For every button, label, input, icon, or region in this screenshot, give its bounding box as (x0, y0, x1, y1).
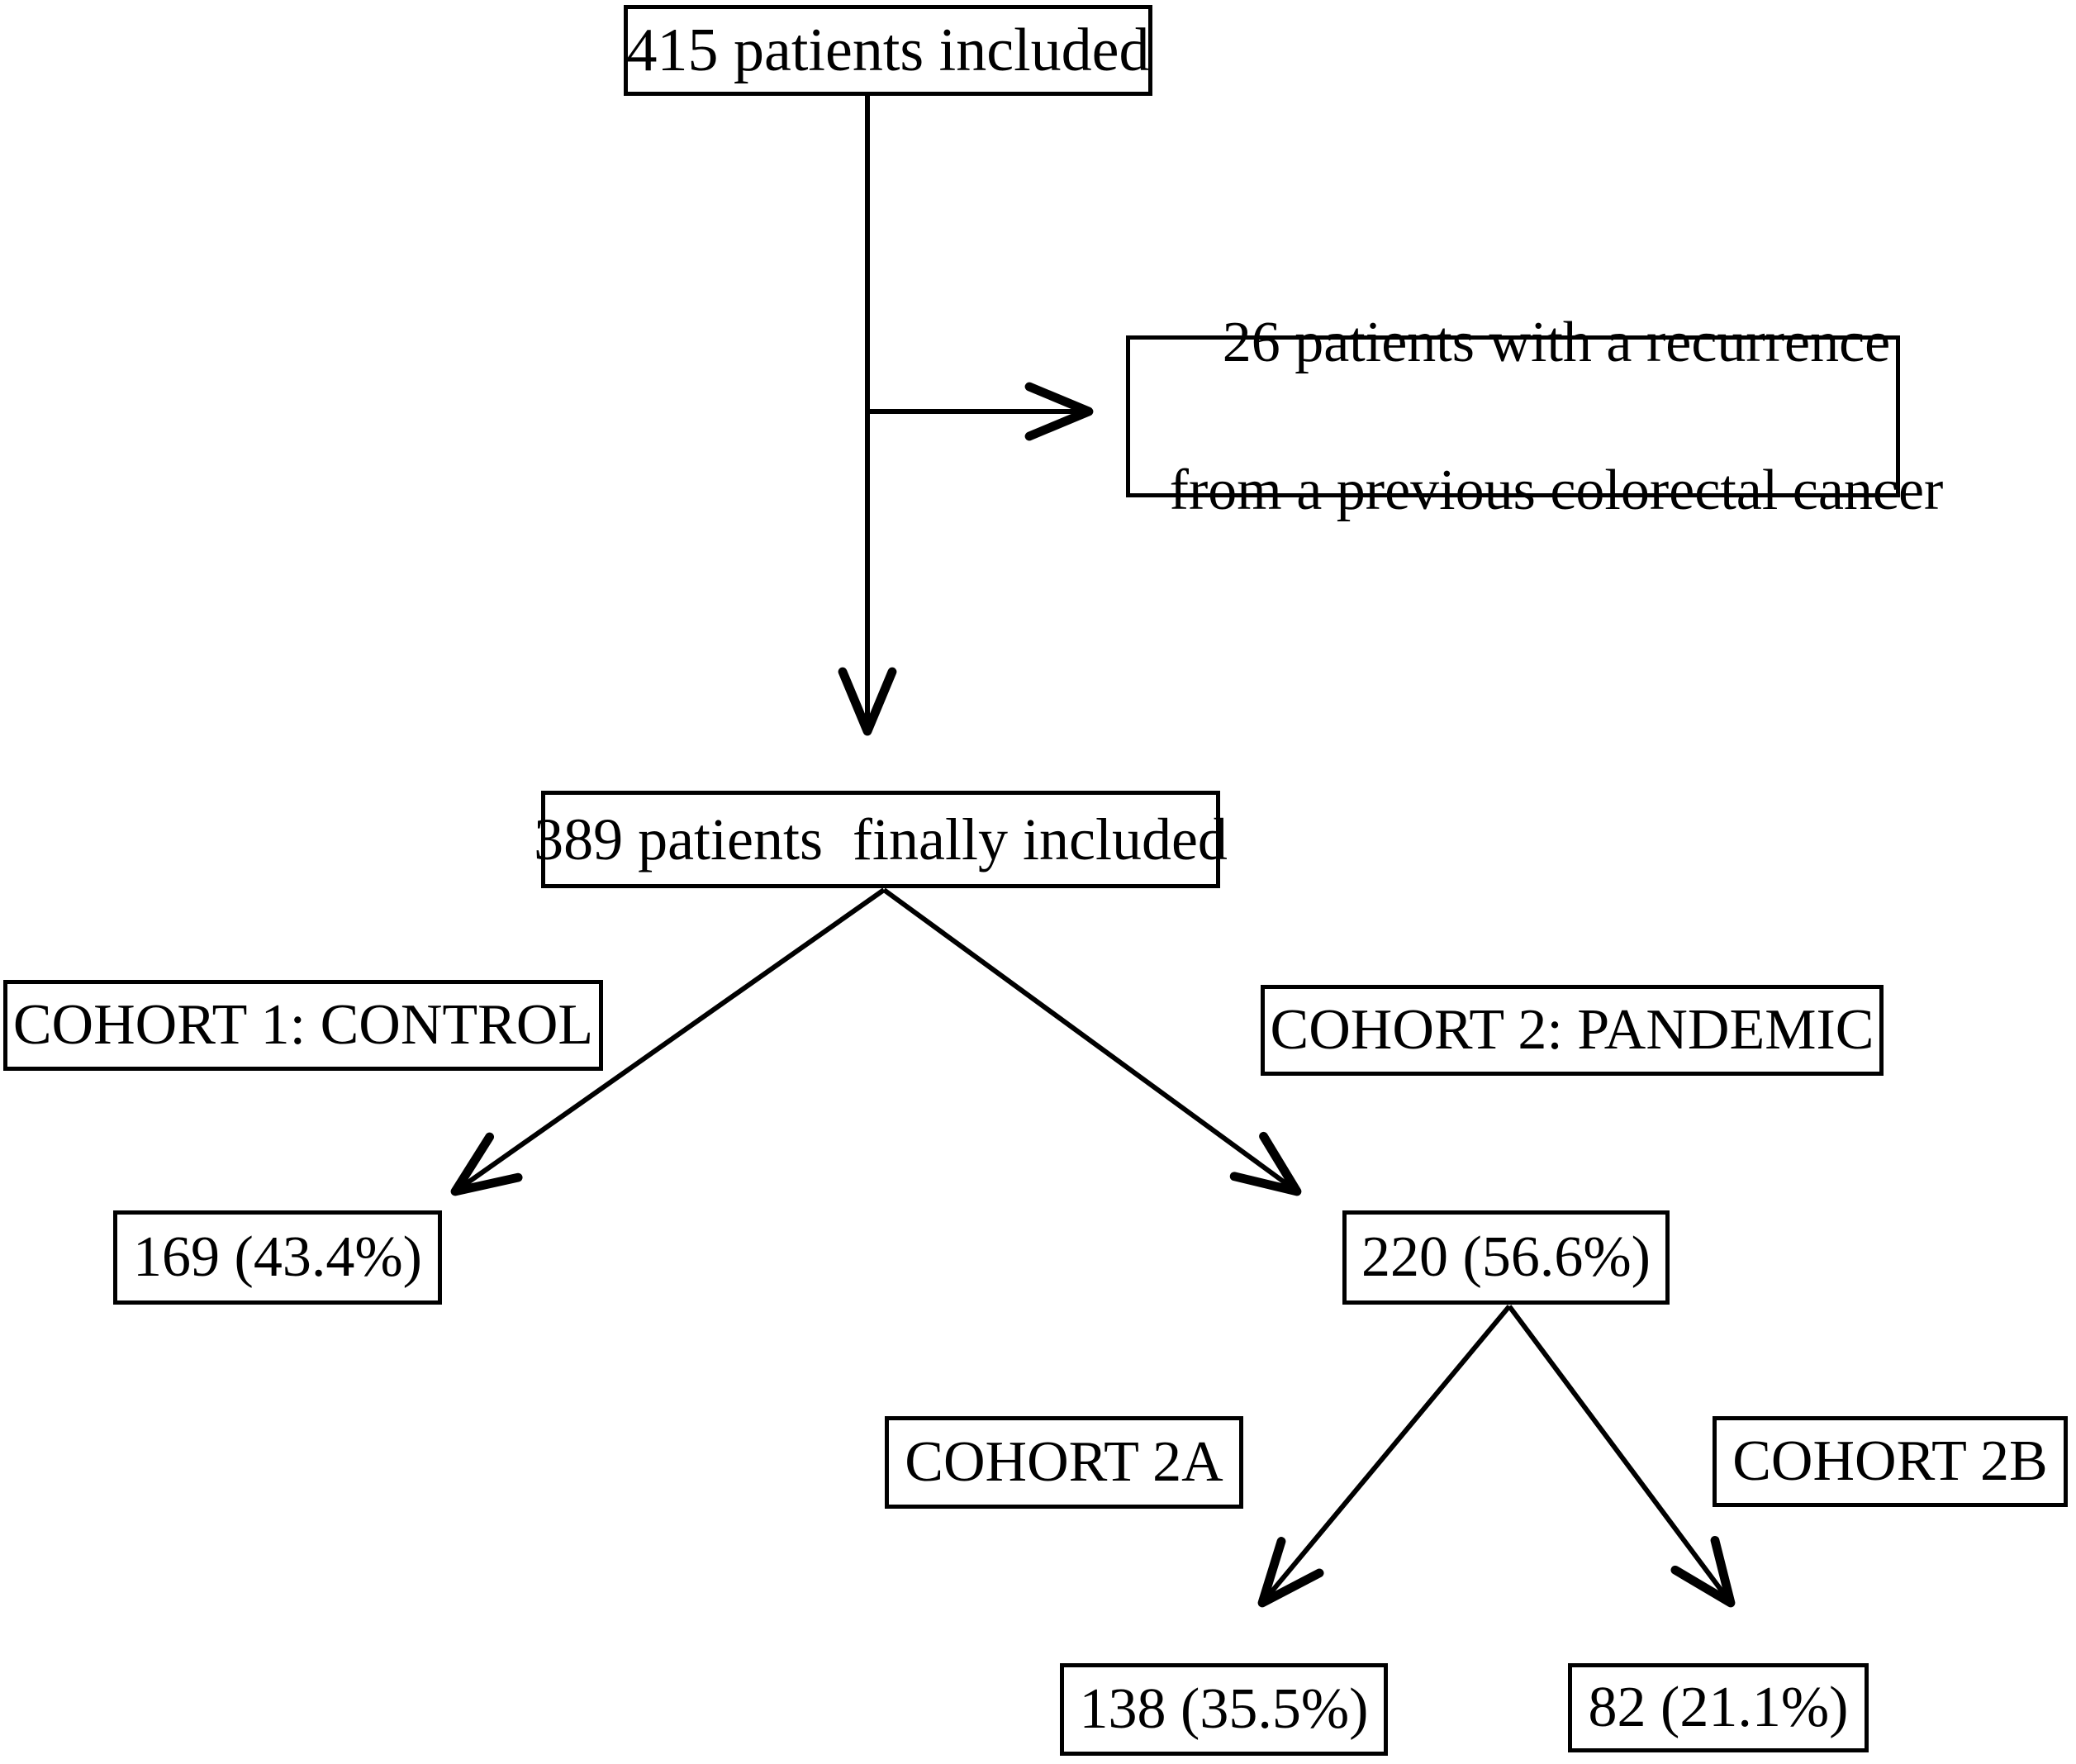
node-final-included-label: 389 patients finally included (534, 806, 1228, 872)
edge-cohort2-to-cohort2a (1257, 1305, 1512, 1608)
node-excluded-recurrence-line2: from a previous colorectal cancer (1169, 458, 1944, 522)
node-cohort1-count-text: 169 (43.4%) (133, 1225, 422, 1290)
node-total-included: 415 patients included (624, 5, 1152, 96)
node-cohort2-label: COHORT 2: PANDEMIC (1261, 985, 1884, 1076)
node-cohort1-count: 169 (43.4%) (113, 1210, 442, 1305)
node-cohort2a-count: 138 (35.5%) (1060, 1663, 1388, 1756)
node-cohort2a-label: COHORT 2A (885, 1416, 1243, 1509)
node-cohort2-count-text: 220 (56.6%) (1361, 1225, 1651, 1290)
node-cohort1-label: COHORT 1: CONTROL (3, 980, 603, 1071)
node-excluded-recurrence: 26 patients with a recurrence from a pre… (1126, 311, 1943, 522)
node-cohort1-label-text: COHORT 1: CONTROL (12, 993, 594, 1058)
edge-cohort2-to-cohort2b (1507, 1305, 1736, 1608)
node-cohort2b-label: COHORT 2B (1713, 1416, 2068, 1507)
node-excluded-recurrence-line1: 26 patients with a recurrence (1222, 310, 1891, 374)
node-cohort2a-label-text: COHORT 2A (905, 1430, 1223, 1495)
node-cohort2-label-text: COHORT 2: PANDEMIC (1270, 998, 1874, 1063)
node-total-included-label: 415 patients included (626, 16, 1150, 84)
node-cohort2-count: 220 (56.6%) (1342, 1210, 1670, 1305)
node-cohort2b-label-text: COHORT 2B (1732, 1429, 2048, 1494)
edge-final-to-cohort1 (450, 887, 886, 1196)
node-excluded-recurrence-label: 26 patients with a recurrence from a pre… (1071, 231, 1955, 601)
node-cohort2b-count: 82 (21.1%) (1568, 1663, 1869, 1752)
node-cohort2b-count-text: 82 (21.1%) (1588, 1676, 1849, 1740)
node-final-included: 389 patients finally included (534, 791, 1228, 888)
edge-final-to-cohort2 (882, 887, 1302, 1196)
node-cohort2a-count-text: 138 (35.5%) (1079, 1677, 1369, 1742)
